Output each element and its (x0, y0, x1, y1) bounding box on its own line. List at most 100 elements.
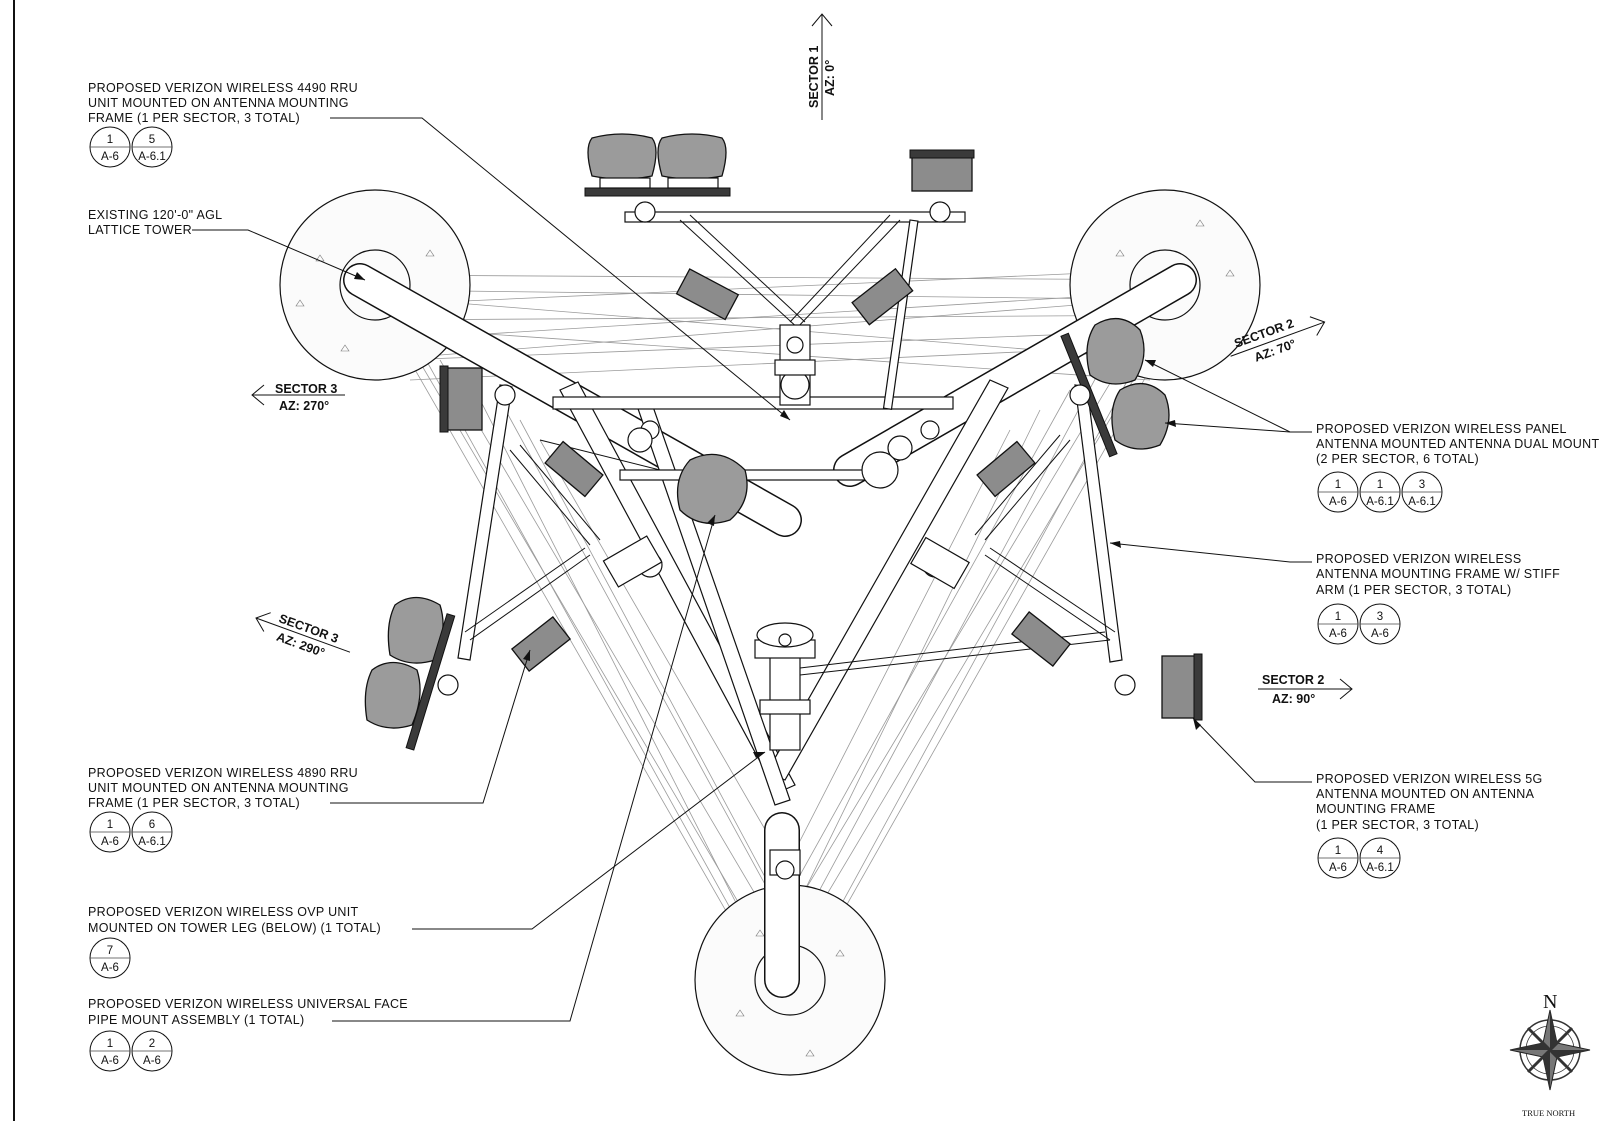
ref-bubble-pipe-b: 2A-6 (131, 1030, 173, 1072)
5g-antenna-s3 (445, 367, 483, 431)
svg-text:1: 1 (1335, 611, 1341, 623)
svg-text:A-6: A-6 (101, 836, 119, 848)
svg-text:1: 1 (1335, 479, 1341, 491)
callout-panel-line1: PROPOSED VERIZON WIRELESS PANEL (1316, 422, 1567, 436)
callout-4490-rru: PROPOSED VERIZON WIRELESS 4490 RRU UNIT … (88, 81, 358, 168)
callout-frame-line2: ANTENNA MOUNTING FRAME W/ STIFF (1316, 567, 1560, 581)
callout-5g-line2: ANTENNA MOUNTED ON ANTENNA (1316, 787, 1535, 801)
callout-5g-line1: PROPOSED VERIZON WIRELESS 5G (1316, 772, 1543, 786)
svg-text:1: 1 (1377, 479, 1383, 491)
svg-text:A-6.1: A-6.1 (1408, 496, 1436, 508)
panel-antenna-s1-b (657, 133, 727, 180)
callout-face-pipe-mount: PROPOSED VERIZON WIRELESS UNIVERSAL FACE… (88, 997, 408, 1072)
svg-text:1: 1 (1335, 845, 1341, 857)
svg-text:6: 6 (149, 819, 155, 831)
callout-4890-line1: PROPOSED VERIZON WIRELESS 4890 RRU (88, 766, 358, 780)
svg-text:A-6: A-6 (1329, 628, 1347, 640)
ref-bubble-panel-b: 1A-6.1 (1359, 471, 1401, 513)
callout-4490-line2: UNIT MOUNTED ON ANTENNA MOUNTING (88, 96, 349, 110)
sector-2-az90-label: SECTOR 2 AZ: 90° (1258, 673, 1353, 706)
sector-2-az90-az: AZ: 90° (1272, 692, 1315, 706)
mount-frames (457, 211, 1123, 880)
svg-text:3: 3 (1377, 611, 1383, 623)
rru-units (510, 267, 1072, 672)
callout-4890-line3: FRAME (1 PER SECTOR, 3 TOTAL) (88, 796, 300, 810)
callout-4490-line3: FRAME (1 PER SECTOR, 3 TOTAL) (88, 111, 300, 125)
callout-ovp-line2: MOUNTED ON TOWER LEG (BELOW) (1 TOTAL) (88, 921, 381, 935)
ref-bubble-ovp: 7A-6 (89, 937, 131, 979)
svg-text:5: 5 (149, 134, 155, 146)
svg-text:A-6: A-6 (101, 962, 119, 974)
callout-tower-line2: LATTICE TOWER (88, 223, 192, 237)
svg-text:3: 3 (1419, 479, 1425, 491)
rru-4490-s1-left (675, 268, 740, 321)
callout-5g-line3: MOUNTING FRAME (1316, 802, 1435, 816)
svg-text:A-6.1: A-6.1 (1366, 496, 1394, 508)
callout-tower-line1: EXISTING 120'-0" AGL (88, 208, 222, 222)
panel-antennas (364, 133, 1170, 751)
callout-ovp-line1: PROPOSED VERIZON WIRELESS OVP UNIT (88, 905, 358, 919)
callout-pipe-line2: PIPE MOUNT ASSEMBLY (1 TOTAL) (88, 1013, 304, 1027)
ref-bubble-frame-a: 1A-6 (1317, 603, 1359, 645)
sector-1-name: SECTOR 1 (807, 46, 821, 108)
callout-panel-line3: (2 PER SECTOR, 6 TOTAL) (1316, 452, 1479, 466)
svg-text:A-6: A-6 (1329, 862, 1347, 874)
svg-text:A-6: A-6 (1329, 496, 1347, 508)
panel-antenna-s2-b (1111, 383, 1170, 450)
svg-text:1: 1 (107, 819, 113, 831)
rru-4490-s3 (544, 440, 604, 498)
5g-antenna-s1 (911, 154, 973, 192)
true-north-label: TRUE NORTH (1522, 1108, 1575, 1118)
rru-4490-s2 (976, 440, 1036, 498)
ref-bubble-frame-b: 3A-6 (1359, 603, 1401, 645)
callout-lattice-tower: EXISTING 120'-0" AGL LATTICE TOWER (88, 208, 222, 237)
callout-frame-line3: ARM (1 PER SECTOR, 3 TOTAL) (1316, 583, 1511, 597)
svg-text:1: 1 (107, 134, 113, 146)
ref-bubble-pipe-a: 1A-6 (89, 1030, 131, 1072)
svg-text:A-6: A-6 (101, 1055, 119, 1067)
north-letter: N (1543, 991, 1557, 1013)
ref-bubble-panel-a: 1A-6 (1317, 471, 1359, 513)
callout-4890-line2: UNIT MOUNTED ON ANTENNA MOUNTING (88, 781, 349, 795)
ref-bubble-4890-b: 6A-6.1 (131, 811, 173, 853)
svg-text:7: 7 (107, 945, 113, 957)
callout-mounting-frame: PROPOSED VERIZON WIRELESS ANTENNA MOUNTI… (1316, 552, 1560, 645)
callout-panel-antenna: PROPOSED VERIZON WIRELESS PANEL ANTENNA … (1316, 422, 1599, 513)
svg-text:A-6: A-6 (143, 1055, 161, 1067)
ref-bubble-panel-c: 3A-6.1 (1401, 471, 1443, 513)
svg-text:A-6.1: A-6.1 (138, 151, 166, 163)
ref-bubble-4490-b: 5A-6.1 (131, 126, 173, 168)
ref-bubble-4490-a: 1A-6 (89, 126, 131, 168)
svg-text:4: 4 (1377, 845, 1384, 857)
north-arrow: N TRUE NORTH (1509, 991, 1591, 1118)
sector-1-label: SECTOR 1 AZ: 0° (807, 13, 837, 120)
sector-3-az270-label: SECTOR 3 AZ: 270° (251, 382, 345, 413)
5g-antenna-s2 (1161, 655, 1197, 719)
svg-text:A-6: A-6 (1371, 628, 1389, 640)
callout-panel-line2: ANTENNA MOUNTED ANTENNA DUAL MOUNT (1316, 437, 1599, 451)
panel-antenna-s2-a (1086, 318, 1145, 385)
callout-4890-rru: PROPOSED VERIZON WIRELESS 4890 RRU UNIT … (88, 766, 358, 853)
callout-ovp-unit: PROPOSED VERIZON WIRELESS OVP UNIT MOUNT… (88, 905, 381, 979)
callout-frame-line1: PROPOSED VERIZON WIRELESS (1316, 552, 1521, 566)
svg-text:2: 2 (149, 1038, 155, 1050)
rru-4490-s1-right (851, 267, 914, 326)
sector-3-az290-label: SECTOR 3 AZ: 290° (255, 611, 351, 660)
callout-5g-antenna: PROPOSED VERIZON WIRELESS 5G ANTENNA MOU… (1316, 772, 1543, 879)
ref-bubble-4890-a: 1A-6 (89, 811, 131, 853)
callout-5g-line4: (1 PER SECTOR, 3 TOTAL) (1316, 818, 1479, 832)
ref-bubble-5g-a: 1A-6 (1317, 837, 1359, 879)
5g-antennas (439, 149, 1203, 721)
mount-clamps (437, 201, 1136, 696)
panel-antenna-s1-a (587, 133, 657, 180)
panel-antenna-center (676, 453, 748, 524)
svg-text:1: 1 (107, 1038, 113, 1050)
callout-pipe-line1: PROPOSED VERIZON WIRELESS UNIVERSAL FACE (88, 997, 408, 1011)
svg-text:A-6.1: A-6.1 (1366, 862, 1394, 874)
rru-4890-s2 (1010, 611, 1072, 667)
svg-text:A-6.1: A-6.1 (138, 836, 166, 848)
panel-antenna-s3-b (364, 661, 421, 729)
sector-3-az270-az: AZ: 270° (279, 399, 329, 413)
ref-bubble-5g-b: 4A-6.1 (1359, 837, 1401, 879)
leader-lines (192, 117, 1312, 1022)
